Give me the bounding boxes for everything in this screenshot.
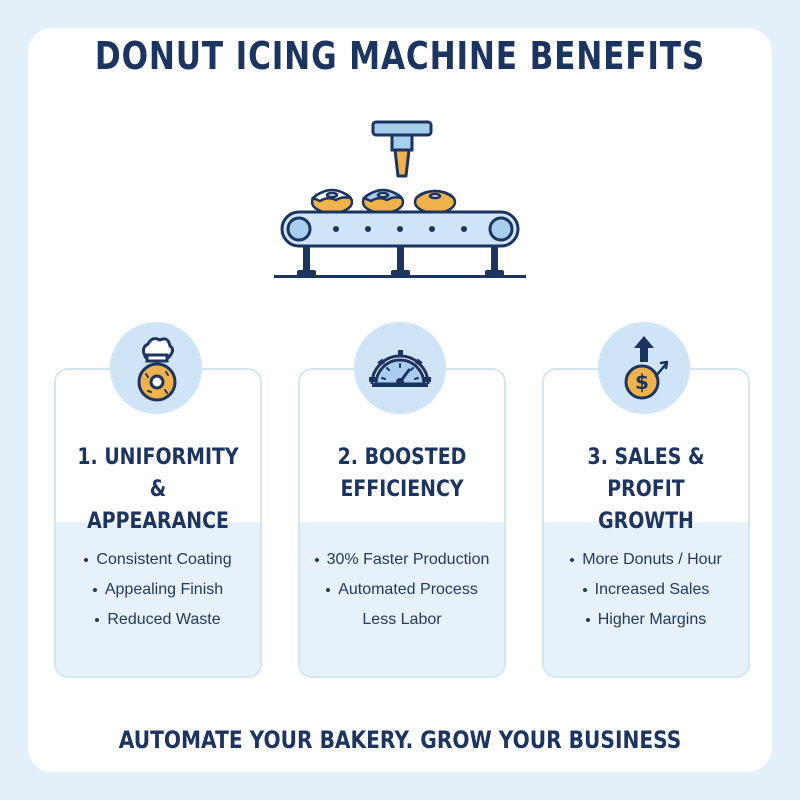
panel-title: 3. SALES & PROFIT GROWTH [558, 442, 733, 538]
benefit-panel-sales-growth: 3. SALES & PROFIT GROWTH More Donuts / H… [542, 368, 750, 678]
panel-title-line: EFFICIENCY [340, 477, 464, 502]
bullet-item: Reduced Waste [56, 605, 260, 635]
icon-badge: $ [598, 322, 690, 414]
icon-badge [110, 322, 202, 414]
speedometer-gear-icon [369, 350, 431, 387]
panel-lower-section [544, 522, 748, 676]
panel-lower-section [56, 522, 260, 676]
bullet-item: Increased Sales [544, 575, 748, 605]
donut-chef-hat-icon [137, 337, 177, 402]
conveyor-icing-machine-icon [274, 120, 526, 278]
bullet-list: More Donuts / Hour Increased Sales Highe… [544, 545, 748, 635]
bullet-list: Consistent Coating Appealing Finish Redu… [56, 545, 260, 635]
panel-title-line: 1. UNIFORMITY & [77, 445, 239, 502]
panel-title-line: GROWTH [598, 509, 694, 534]
icon-badge [354, 322, 446, 414]
dollar-growth-icon: $ [624, 336, 669, 400]
bullet-item: More Donuts / Hour [544, 545, 748, 575]
panel-title: 2. BOOSTED EFFICIENCY [314, 442, 489, 506]
bullet-item: Automated Process [300, 575, 504, 605]
footer-tagline: AUTOMATE YOUR BAKERY. GROW YOUR BUSINESS [118, 726, 682, 754]
panel-title-line: APPEARANCE [87, 509, 229, 534]
bullet-item: Consistent Coating [56, 545, 260, 575]
panel-lower-section [300, 522, 504, 676]
page-title: DONUT ICING MACHINE BENEFITS [94, 34, 706, 78]
bullet-list: 30% Faster Production Automated Process … [300, 545, 504, 635]
bullet-item: Appealing Finish [56, 575, 260, 605]
panel-title: 1. UNIFORMITY & APPEARANCE [70, 442, 245, 538]
panel-title-line: 3. SALES & PROFIT [587, 445, 705, 502]
bullet-item: Less Labor [362, 611, 442, 628]
panel-title-line: 2. BOOSTED [337, 445, 467, 470]
bullet-item: Higher Margins [544, 605, 748, 635]
benefit-panel-efficiency: 2. BOOSTED EFFICIENCY 30% Faster Product… [298, 368, 506, 678]
svg-text:$: $ [635, 370, 649, 394]
benefit-panel-uniformity: 1. UNIFORMITY & APPEARANCE Consistent Co… [54, 368, 262, 678]
bullet-item: 30% Faster Production [300, 545, 504, 575]
